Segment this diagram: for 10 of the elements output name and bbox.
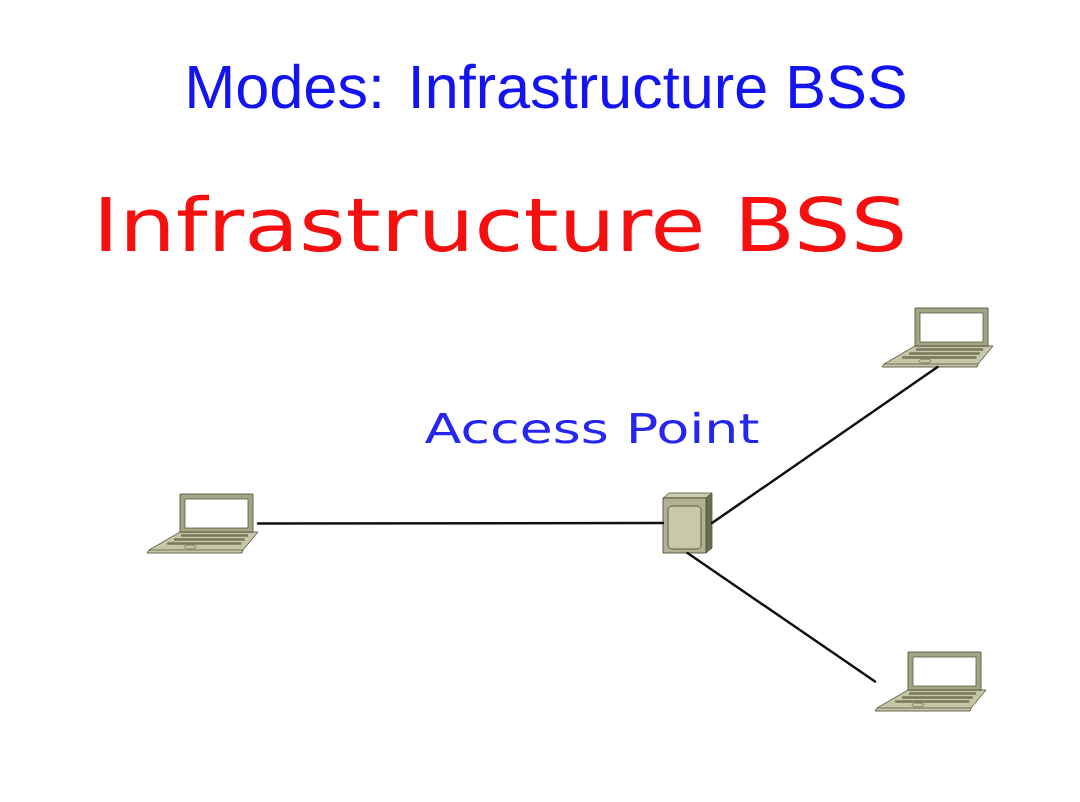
link-line: [710, 365, 939, 525]
heading: Infrastructure BSS: [101, 194, 903, 253]
link-line: [686, 551, 877, 683]
laptop-icon: [881, 307, 994, 368]
device-label: Access Point: [425, 411, 759, 444]
title: Modes: Infrastructure BSS: [189, 63, 905, 109]
access-point-icon: [662, 492, 713, 554]
laptop-icon: [146, 493, 259, 554]
laptop-icon: [874, 651, 987, 712]
link-line: [256, 521, 665, 525]
